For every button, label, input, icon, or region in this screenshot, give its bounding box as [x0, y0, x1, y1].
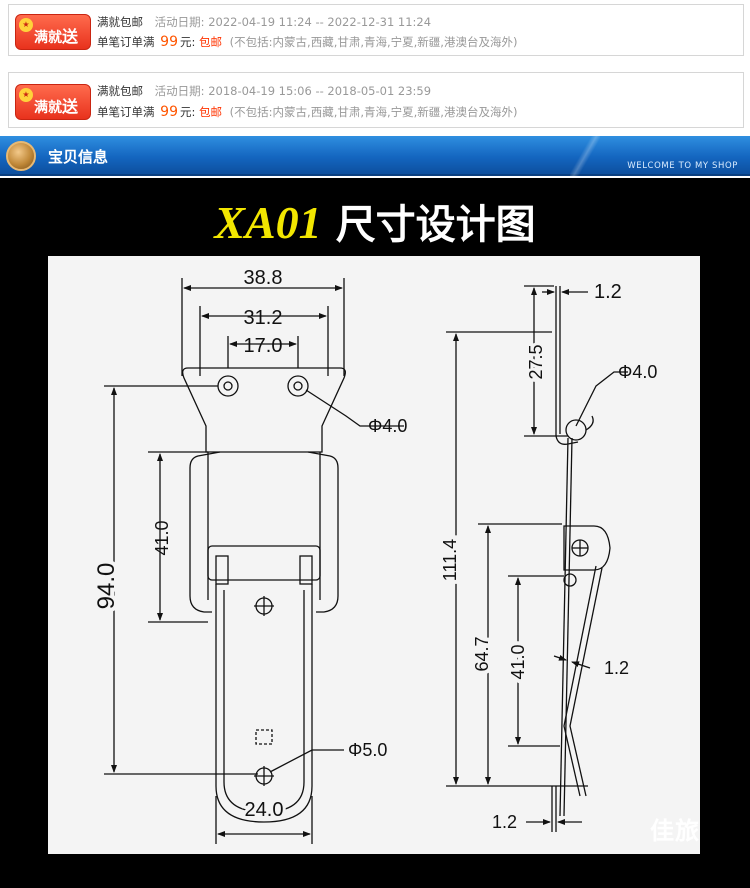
- dim-label-64-7: 64.7: [472, 636, 492, 671]
- promo-dates: 2022-04-19 11:24 -- 2022-12-31 11:24: [208, 15, 432, 29]
- currency: 元:: [179, 105, 196, 119]
- dim-label-17-0: 17.0: [244, 335, 283, 357]
- dim-label-41-side: 41.0: [508, 644, 528, 679]
- dim-label-1-2-bottom: 1.2: [492, 812, 517, 832]
- star-icon: ★: [19, 18, 33, 32]
- promo-benefit: 包邮: [199, 35, 223, 49]
- model-number: XA01: [214, 197, 322, 248]
- promo-badge: ★ 满就送: [15, 14, 91, 50]
- badge-text: 满就: [34, 100, 62, 116]
- side-view: [446, 285, 628, 832]
- star-icon: ★: [19, 88, 33, 102]
- promo-card: ★ 满就送 满就包邮 活动日期: 2022-04-19 11:24 -- 202…: [8, 4, 744, 56]
- badge-text-2: 送: [62, 97, 79, 116]
- drawing-heading: 尺寸设计图: [335, 202, 536, 248]
- dates-label: 活动日期:: [154, 84, 205, 98]
- promo-amount: 99: [160, 34, 178, 50]
- product-image: XA01 尺寸设计图: [0, 178, 750, 888]
- promo-benefit: 包邮: [199, 105, 223, 119]
- condition-prefix: 单笔订单满: [97, 35, 155, 49]
- badge-text-2: 送: [62, 27, 79, 46]
- dim-label-hole-side: Φ4.0: [618, 362, 657, 382]
- header-decoration: [570, 136, 600, 176]
- dim-label-94: 94.0: [93, 563, 120, 610]
- dim-label-38-8: 38.8: [244, 267, 283, 289]
- dim-label-1-2-mid: 1.2: [604, 658, 629, 678]
- promo-badge: ★ 满就送: [15, 84, 91, 120]
- section-title: 宝贝信息: [48, 148, 109, 166]
- promo-note: (不包括:内蒙古,西藏,甘肃,青海,宁夏,新疆,港澳台及海外): [229, 35, 518, 49]
- promo-title: 满就包邮: [97, 84, 143, 98]
- currency: 元:: [179, 35, 196, 49]
- badge-text: 满就: [34, 30, 62, 46]
- dim-label-hole-top: Φ4.0: [368, 416, 407, 436]
- dim-label-41-front: 41.0: [152, 520, 172, 555]
- promo-note: (不包括:内蒙古,西藏,甘肃,青海,宁夏,新疆,港澳台及海外): [229, 105, 518, 119]
- dim-label-31-2: 31.2: [244, 307, 283, 329]
- promo-title: 满就包邮: [97, 15, 143, 29]
- dimension-drawing: 38.8 31.2 17.0 Φ4.0 41.0 94.0 Φ5.0 24.0 …: [48, 256, 700, 854]
- section-header: 宝贝信息 WELCOME TO MY SHOP: [0, 136, 750, 176]
- watermark-text: 佳旅: [650, 817, 700, 845]
- dim-label-27-5: 27.5: [526, 344, 546, 379]
- dim-label-111-4: 111.4: [440, 539, 460, 581]
- promo-card: ★ 满就送 满就包邮 活动日期: 2018-04-19 15:06 -- 201…: [8, 72, 744, 128]
- dates-label: 活动日期:: [154, 15, 205, 29]
- promo-amount: 99: [160, 104, 178, 120]
- dim-label-24: 24.0: [245, 799, 284, 821]
- drawing-title: XA01 尺寸设计图: [0, 192, 750, 250]
- dim-label-hole-bottom: Φ5.0: [348, 740, 387, 760]
- promo-dates: 2018-04-19 15:06 -- 2018-05-01 23:59: [208, 84, 432, 98]
- welcome-text: WELCOME TO MY SHOP: [627, 161, 738, 171]
- condition-prefix: 单笔订单满: [97, 105, 155, 119]
- shop-emblem-icon: [6, 141, 36, 171]
- drawing-svg: 38.8 31.2 17.0 Φ4.0 41.0 94.0 Φ5.0 24.0 …: [89, 267, 657, 844]
- dim-label-1-2-top: 1.2: [594, 281, 622, 303]
- front-view: [104, 278, 404, 844]
